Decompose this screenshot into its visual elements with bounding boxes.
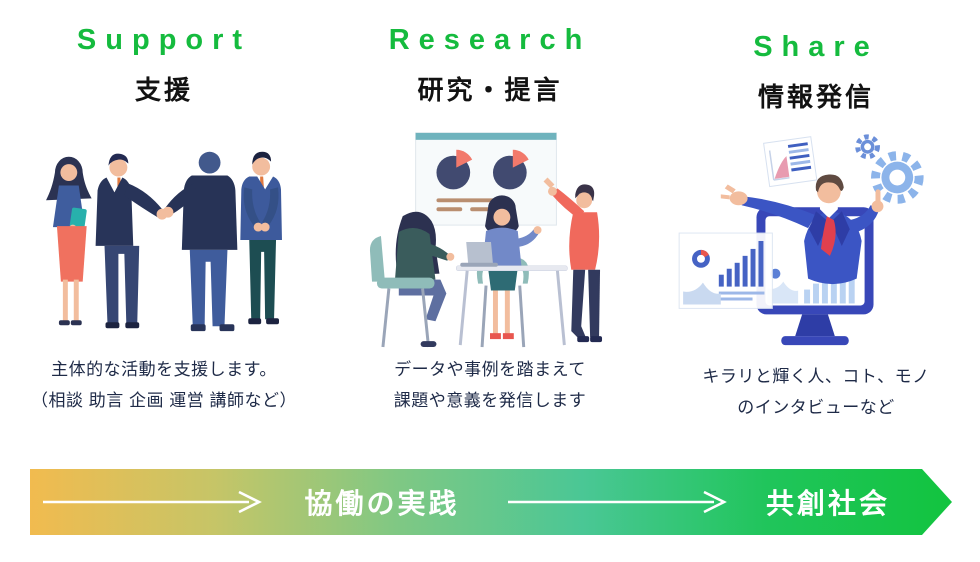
column-support: Support 支援 <box>6 24 322 424</box>
handshake-illustration-svg <box>46 151 282 332</box>
share-description: キラリと輝く人、コト、モノ のインタビューなど <box>658 362 974 424</box>
broadcast-illustration-svg <box>678 134 924 346</box>
flow-arrow-icon <box>43 489 269 515</box>
broadcast-monitor-illustration <box>658 126 974 358</box>
seated-woman-back <box>369 211 455 348</box>
standing-presenter <box>543 177 603 343</box>
meeting-desk <box>455 265 568 346</box>
meeting-presentation-illustration <box>332 119 648 351</box>
screen-area-chart-icon <box>767 281 799 304</box>
column-research: Research 研究・提言 <box>332 24 648 424</box>
research-title-ja: 研究・提言 <box>417 75 563 105</box>
laptop <box>460 241 498 267</box>
meeting-illustration-svg <box>369 132 603 348</box>
seated-woman-front <box>476 195 542 348</box>
flow-arrow-icon <box>508 489 734 515</box>
process-banner: 協働の実践 共創社会 <box>30 469 952 535</box>
support-title-en: Support <box>76 24 252 56</box>
share-title-ja: 情報発信 <box>757 82 874 112</box>
businessman-from-screen <box>720 174 884 285</box>
support-description-line-1: 主体的な活動を支援します。 <box>51 360 277 379</box>
banner-stage-2: 共創社会 <box>765 488 890 519</box>
mini-bar-chart-icon <box>718 240 764 287</box>
presentation-board <box>415 132 557 226</box>
share-description-line-2: のインタビューなど <box>737 397 895 417</box>
support-title-ja: 支援 <box>134 75 193 105</box>
research-description-line-2: 課題や意義を発信します <box>393 390 587 410</box>
three-pillars-infographic: Support 支援 <box>6 24 974 424</box>
handshake-illustration <box>6 119 322 351</box>
research-description-line-1: データや事例を踏まえて <box>394 360 586 379</box>
screen-bar-chart-icon <box>804 258 855 304</box>
banner-stage-1: 協働の実践 <box>304 488 460 519</box>
businessman-right <box>240 151 282 325</box>
woman-with-folder <box>46 156 92 326</box>
share-description-line-1: キラリと輝く人、コト、モノ <box>702 367 930 386</box>
left-data-panel <box>678 232 773 309</box>
businessman-back-view <box>162 151 238 332</box>
research-description: データや事例を踏まえて 課題や意義を発信します <box>332 355 648 417</box>
support-description: 主体的な活動を支援します。 （相談 助言 企画 運営 講師など） <box>6 355 322 417</box>
research-title-en: Research <box>388 24 592 56</box>
businessman-left <box>95 153 168 329</box>
support-description-line-2: （相談 助言 企画 運営 講師など） <box>31 390 297 410</box>
gears-icon <box>855 134 924 204</box>
column-share: Share 情報発信 <box>658 24 974 424</box>
floating-chart-card <box>763 136 818 188</box>
share-title-en: Share <box>753 31 879 63</box>
